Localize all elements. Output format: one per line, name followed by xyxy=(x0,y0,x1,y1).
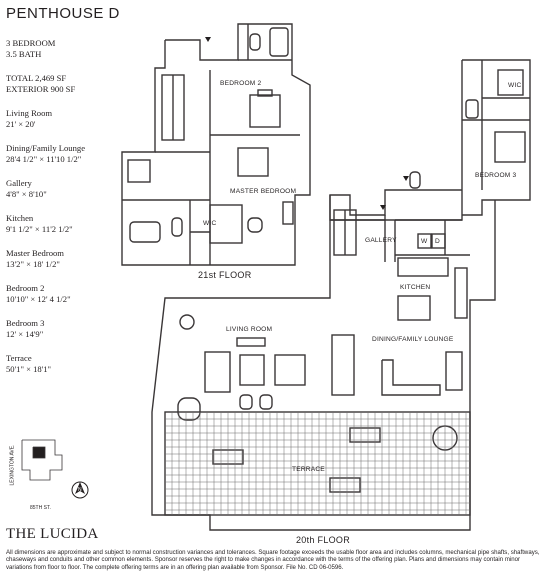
spec-label: 3 BEDROOM xyxy=(6,38,56,48)
upper-wing-wall xyxy=(121,23,311,266)
spec-label: Living Room xyxy=(6,108,53,118)
floor-label-20: 20th FLOOR xyxy=(296,535,351,545)
label-bedroom-2: BEDROOM 2 xyxy=(220,80,262,87)
kitchen-counter xyxy=(397,257,449,277)
side-table xyxy=(179,314,195,330)
coffee-table xyxy=(239,354,265,386)
label-living-room: LIVING ROOM xyxy=(226,326,273,333)
spec-label: Gallery xyxy=(6,178,32,188)
bedroom3-wall xyxy=(329,59,531,221)
spec-label: Kitchen xyxy=(6,213,34,223)
chair-master xyxy=(247,217,263,233)
street-lexington: LEXINGTON AVE. xyxy=(9,444,16,486)
spec-value: 4'8" × 8'10" xyxy=(6,188,47,199)
spec-label: TOTAL 2,469 SF xyxy=(6,73,67,83)
label-wic-bed3: WIC xyxy=(508,82,522,89)
sofa xyxy=(204,351,231,393)
key-plan xyxy=(21,439,63,481)
label-dryer: D xyxy=(435,238,440,245)
terrace-outline xyxy=(164,411,471,516)
spec-value: EXTERIOR 900 SF xyxy=(6,83,76,94)
label-dining: DINING/FAMILY LOUNGE xyxy=(372,336,454,343)
label-kitchen: KITCHEN xyxy=(400,284,431,291)
north-label: N xyxy=(78,487,82,493)
north-arrow xyxy=(71,481,89,499)
spec-label: Dining/Family Lounge xyxy=(6,143,86,153)
brand-name: THE LUCIDA xyxy=(6,526,99,542)
lounge-sofa xyxy=(381,359,441,396)
label-washer: W xyxy=(421,238,428,245)
unit-title: PENTHOUSE D xyxy=(6,5,120,22)
spec-label: Master Bedroom xyxy=(6,248,64,258)
washer xyxy=(417,233,432,249)
label-terrace: TERRACE xyxy=(292,466,325,473)
dining-table xyxy=(331,334,355,396)
spec-value: 13'2" × 18' 1/2" xyxy=(6,258,60,269)
spec-value: 21' × 20' xyxy=(6,118,36,129)
floor-label-21: 21st FLOOR xyxy=(198,270,252,280)
spec-label: Bedroom 2 xyxy=(6,283,45,293)
kitchen-island xyxy=(397,295,431,321)
master-wic xyxy=(209,204,243,244)
spec-value: 50'1" × 18'1" xyxy=(6,363,52,374)
master-shower xyxy=(127,159,151,183)
spec-value: 12' × 14'9" xyxy=(6,328,44,339)
spec-value: 28'4 1/2" × 11'10 1/2" xyxy=(6,153,82,164)
bed2-tub xyxy=(269,27,289,57)
label-bedroom-3: BEDROOM 3 xyxy=(475,172,517,179)
terrace-tiles xyxy=(165,412,470,515)
label-wic-master: WIC xyxy=(203,220,217,227)
label-gallery: GALLERY xyxy=(365,237,397,244)
street-85th: 85TH ST. xyxy=(30,505,51,511)
lower-wall xyxy=(151,195,496,531)
label-master-bedroom: MASTER BEDROOM xyxy=(230,188,297,195)
disclaimer-text: All dimensions are approximate and subje… xyxy=(6,549,540,571)
dryer xyxy=(431,233,446,249)
bed2-bed xyxy=(249,94,281,128)
master-toilet xyxy=(171,217,183,237)
spec-label: Terrace xyxy=(6,353,32,363)
bed3-bed xyxy=(494,131,526,163)
spec-label: Bedroom 3 xyxy=(6,318,45,328)
spec-value: 3.5 BATH xyxy=(6,48,42,59)
armchair xyxy=(274,354,306,386)
spec-value: 10'10" × 12' 4 1/2" xyxy=(6,293,71,304)
spec-value: 9'1 1/2" × 11'2 1/2" xyxy=(6,223,73,234)
entry-marker xyxy=(205,37,211,42)
master-bed xyxy=(237,147,269,177)
master-tub xyxy=(129,221,161,243)
